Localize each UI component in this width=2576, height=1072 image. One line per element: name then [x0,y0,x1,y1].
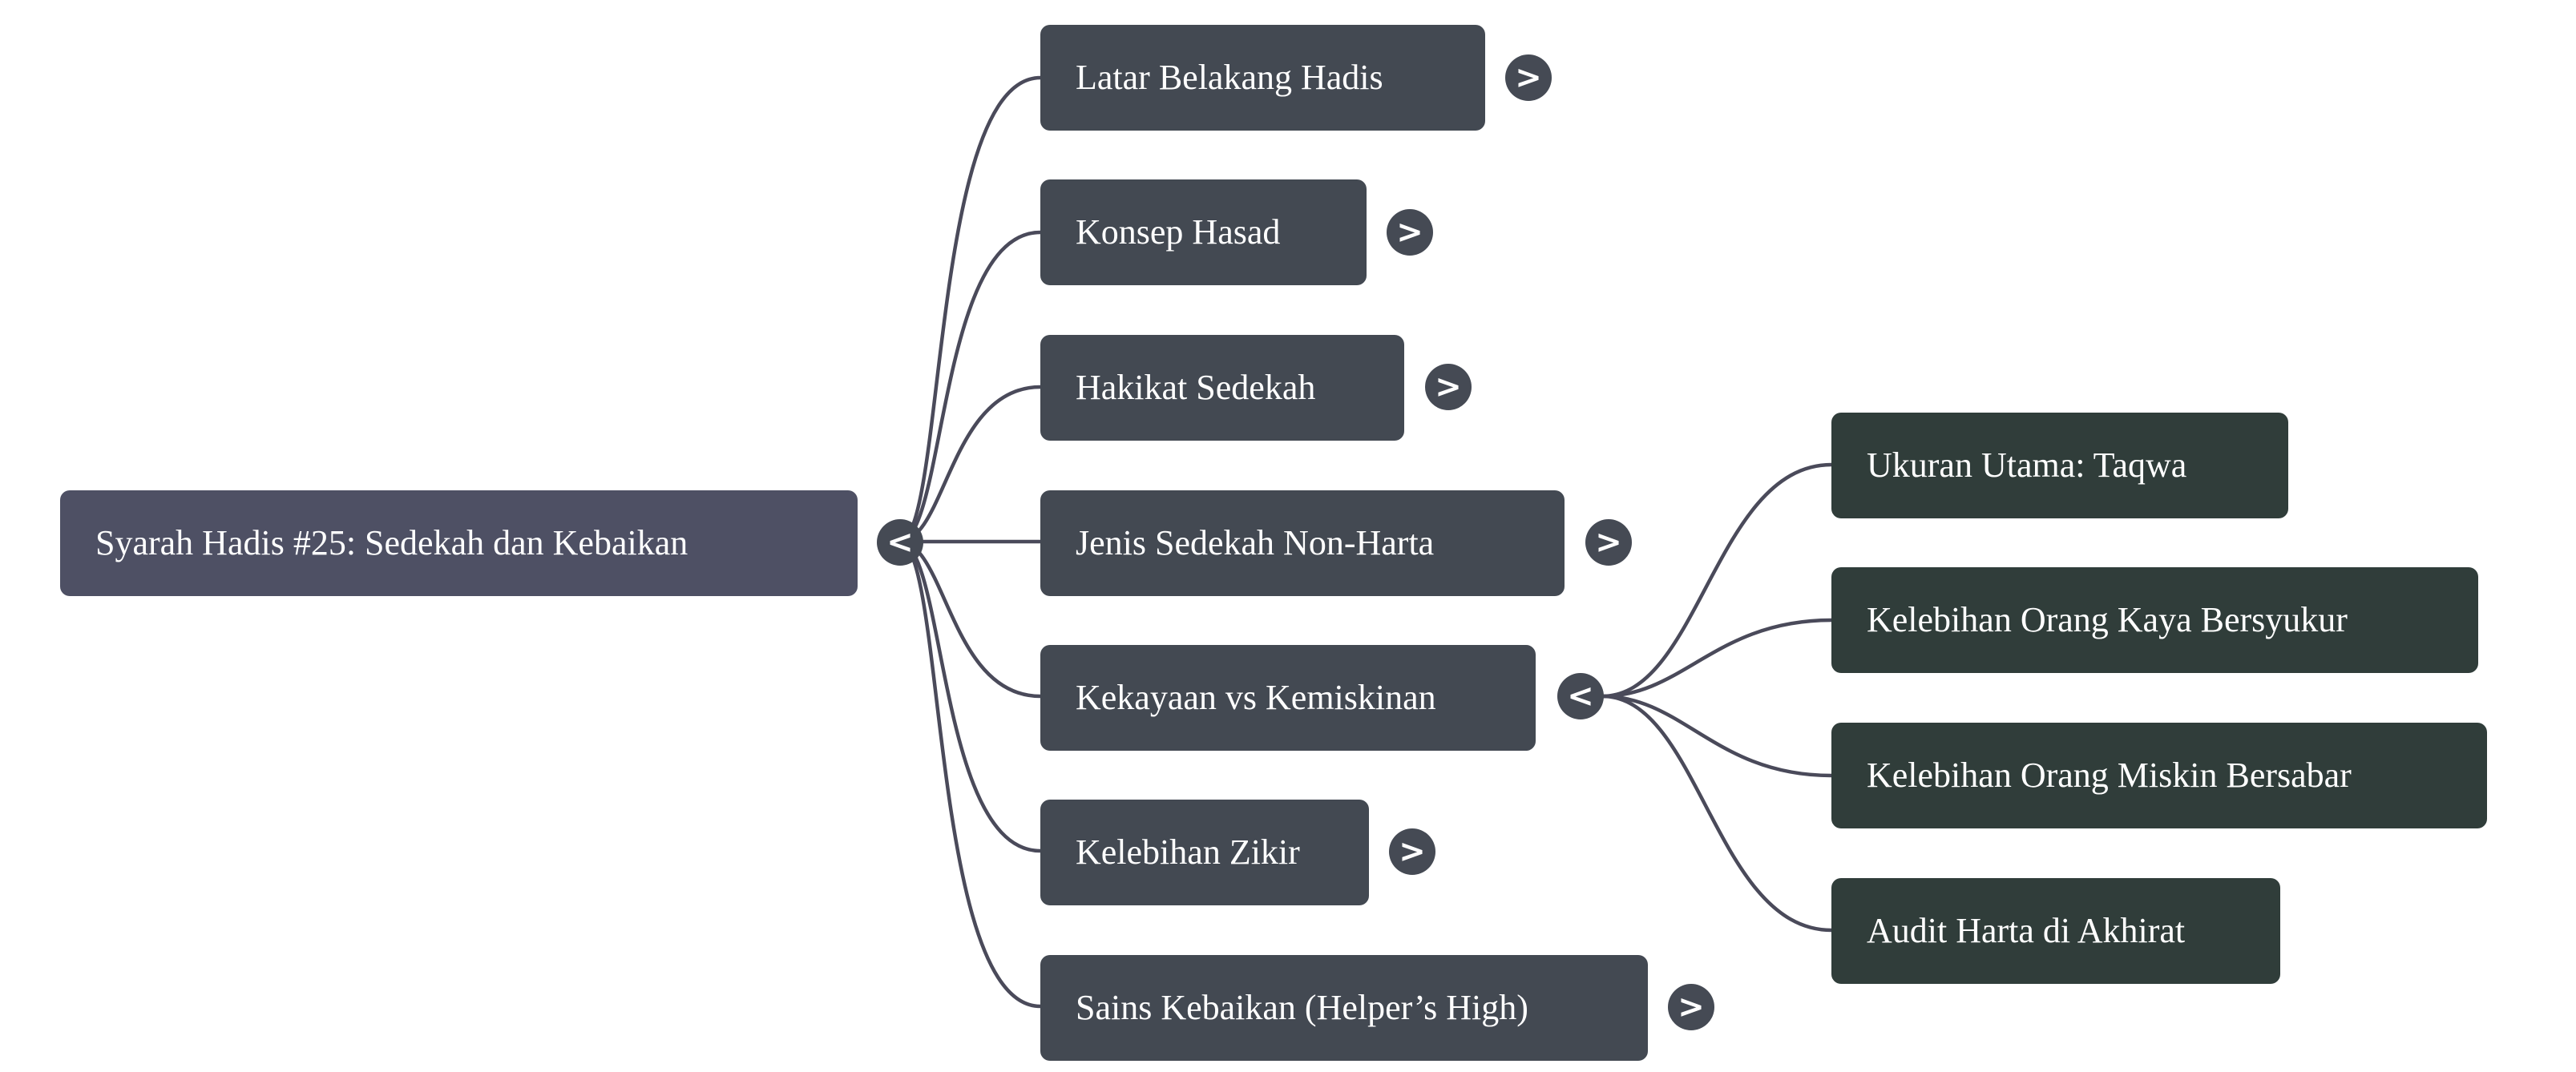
edge-branch-4-leaf-0 [1601,462,1832,699]
edge-root-branch-2 [898,385,1041,544]
branch-node-label: Sains Kebaikan (Helper’s High) [1076,988,1528,1027]
branch-collapse-toggle-kekayaan-vs-kemiskinan[interactable]: < [1557,673,1604,719]
branch-expand-toggle-kelebihan-zikir[interactable]: > [1389,828,1435,875]
branch-node-label: Hakikat Sedekah [1076,368,1316,407]
edge-root-branch-6 [898,539,1041,1009]
branch-node-label: Kelebihan Zikir [1076,832,1300,872]
branch-node-label: Konsep Hasad [1076,212,1281,252]
edge-root-branch-4 [898,539,1041,699]
branch-node-kelebihan-zikir[interactable]: Kelebihan Zikir [1040,800,1369,905]
branch-node-latar-belakang-hadis[interactable]: Latar Belakang Hadis [1040,25,1485,131]
edge-root-branch-1 [898,230,1041,544]
leaf-node-label: Kelebihan Orang Kaya Bersyukur [1867,600,2348,639]
leaf-node-label: Ukuran Utama: Taqwa [1867,445,2187,485]
branch-node-label: Jenis Sedekah Non-Harta [1076,523,1435,562]
branch-node-sains-kebaikan[interactable]: Sains Kebaikan (Helper’s High) [1040,955,1648,1061]
leaf-node-ukuran-utama-taqwa[interactable]: Ukuran Utama: Taqwa [1831,413,2288,518]
root-node-label: Syarah Hadis #25: Sedekah dan Kebaikan [95,523,688,562]
branch-node-label: Latar Belakang Hadis [1076,58,1383,97]
branch-node-jenis-sedekah-non-harta[interactable]: Jenis Sedekah Non-Harta [1040,490,1565,596]
edge-branch-4-leaf-1 [1601,618,1832,699]
leaf-node-audit-harta-di-akhirat[interactable]: Audit Harta di Akhirat [1831,878,2280,984]
leaf-node-label: Audit Harta di Akhirat [1867,911,2186,950]
branch-expand-toggle-jenis-sedekah-non-harta[interactable]: > [1585,519,1632,566]
branch-node-konsep-hasad[interactable]: Konsep Hasad [1040,179,1367,285]
branch-expand-toggle-konsep-hasad[interactable]: > [1387,209,1433,256]
edge-branch-4-leaf-3 [1601,694,1832,933]
branch-expand-toggle-hakikat-sedekah[interactable]: > [1425,364,1472,410]
root-collapse-toggle[interactable]: < [877,519,923,566]
edge-root-branch-0 [898,75,1041,544]
branch-node-hakikat-sedekah[interactable]: Hakikat Sedekah [1040,335,1404,441]
branch-node-label: Kekayaan vs Kemiskinan [1076,678,1436,717]
leaf-node-kelebihan-orang-miskin-bersabar[interactable]: Kelebihan Orang Miskin Bersabar [1831,723,2487,828]
branch-expand-toggle-latar-belakang-hadis[interactable]: > [1505,54,1552,101]
edge-branch-4-leaf-2 [1601,694,1832,778]
root-node[interactable]: Syarah Hadis #25: Sedekah dan Kebaikan [60,490,858,596]
edge-root-branch-5 [898,539,1041,853]
leaf-node-label: Kelebihan Orang Miskin Bersabar [1867,756,2352,795]
branch-node-kekayaan-vs-kemiskinan[interactable]: Kekayaan vs Kemiskinan [1040,645,1536,751]
branch-expand-toggle-sains-kebaikan[interactable]: > [1668,984,1714,1030]
leaf-node-kelebihan-orang-kaya-bersyukur[interactable]: Kelebihan Orang Kaya Bersyukur [1831,567,2478,673]
